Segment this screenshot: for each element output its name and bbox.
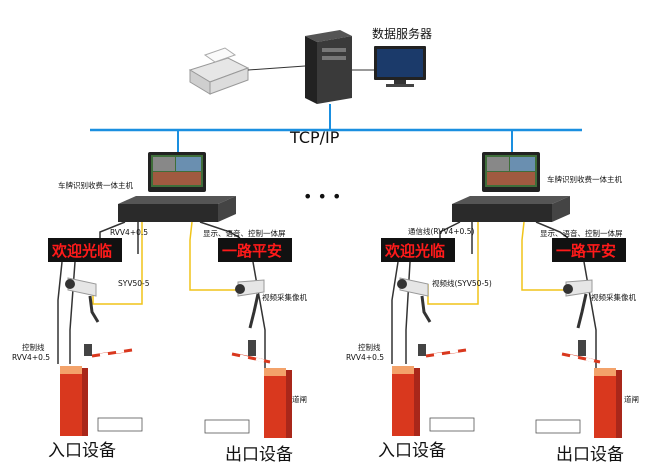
right-control-line-label-1: 控制线: [358, 342, 381, 352]
svg-text:一路平安: 一路平安: [556, 242, 616, 260]
left-entry-label: 入口设备: [48, 441, 116, 461]
svg-text:欢迎光临: 欢迎光临: [51, 242, 112, 260]
left-control-line-label-2: RVV4+0.5: [12, 353, 50, 362]
server-label: 数据服务器: [372, 26, 432, 41]
right-display-caption: 显示、语音、控制一体屏: [540, 228, 623, 238]
left-camera-caption: 视频采集像机: [262, 292, 307, 302]
right-entry-gate-post: [392, 366, 420, 436]
right-camera-caption: 视频采集像机: [591, 292, 636, 302]
left-exit-led-sign: 一路平安: [218, 238, 292, 262]
left-exit-ground-loop: [204, 419, 250, 434]
right-host-cable-label: 通信线(RVV4+0.5): [408, 226, 474, 236]
left-display-caption: 显示、语音、控制一体屏: [203, 228, 286, 238]
printer-icon: [188, 47, 250, 95]
left-host-unit: [118, 152, 236, 222]
svg-text:欢迎光临: 欢迎光临: [384, 242, 445, 260]
left-entry-gate-post: [60, 366, 88, 436]
left-gate-caption: 道闸: [292, 394, 307, 404]
right-host-label: 车牌识别收费一体主机: [547, 174, 622, 184]
right-exit-gate-post: [594, 368, 622, 438]
right-entry-led-sign: 欢迎光临: [381, 238, 455, 262]
left-host-label: 车牌识别收费一体主机: [58, 180, 133, 190]
left-entry-barrier-arm: [91, 348, 133, 358]
right-entry-ground-loop: [429, 417, 475, 432]
right-host-unit: [452, 152, 570, 222]
left-exit-label: 出口设备: [225, 445, 293, 465]
right-video-line-label: 视频线(SYV50-5): [432, 278, 492, 288]
right-exit-led-sign: 一路平安: [552, 238, 626, 262]
left-exit-gate-post: [264, 368, 292, 438]
left-control-line-label-1: 控制线: [22, 342, 45, 352]
monitor-icon: [374, 46, 426, 87]
right-entry-camera-icon: [397, 277, 432, 323]
right-entry-barrier-arm: [425, 348, 467, 358]
right-exit-ground-loop: [535, 419, 581, 434]
right-control-line-label-2: RVV4+0.5: [346, 353, 384, 362]
right-entry-label: 入口设备: [378, 441, 446, 461]
right-exit-label: 出口设备: [556, 445, 624, 465]
left-host-cable-label: RVV4+0.5: [110, 228, 148, 237]
left-entry-ground-loop: [97, 417, 143, 432]
left-exit-barrier-arm: [231, 352, 271, 364]
svg-text:一路平安: 一路平安: [222, 242, 282, 260]
right-gate-caption: 道闸: [624, 394, 639, 404]
left-video-line-label: SYV50-5: [118, 279, 150, 288]
ellipsis-dots: • • •: [303, 187, 341, 206]
right-exit-camera-icon: [563, 279, 593, 329]
left-exit-camera-icon: [235, 279, 265, 329]
left-entry-camera-icon: [65, 277, 100, 323]
network-label: TCP/IP: [289, 128, 340, 147]
server-tower-icon: [305, 30, 352, 104]
right-exit-barrier-arm: [561, 352, 601, 364]
left-entry-led-sign: 欢迎光临: [48, 238, 122, 262]
